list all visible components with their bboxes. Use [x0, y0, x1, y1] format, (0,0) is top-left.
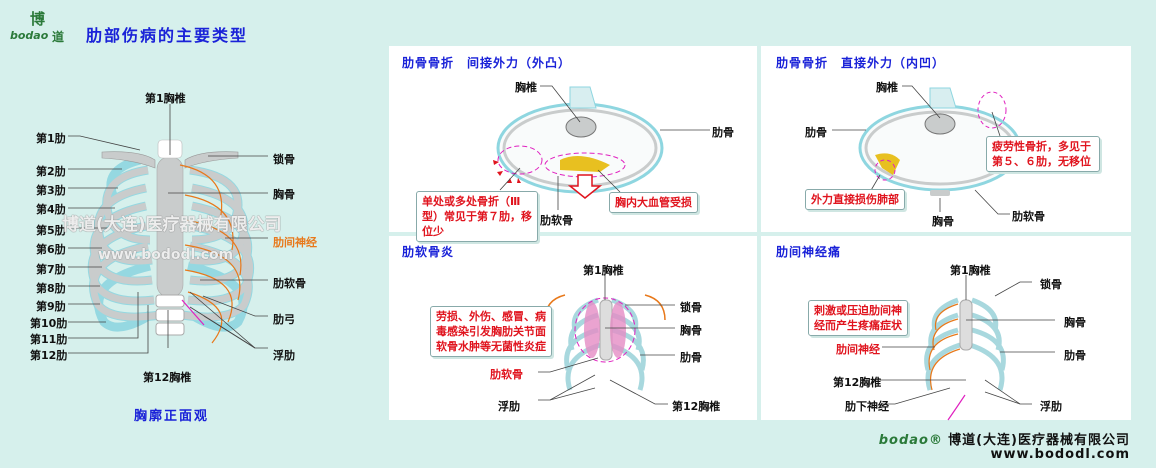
panel-3-floating-label: 浮肋: [498, 400, 520, 413]
panel-1-callout-fracture: 单处或多处骨折（Ⅲ型）常见于第７肋，移位少: [416, 191, 538, 242]
panel-3-clavicle-label: 锁骨: [680, 301, 702, 314]
label-costal-arch: 肋弓: [273, 313, 295, 326]
panel-1-rib-label: 肋骨: [712, 126, 734, 139]
panel-4-rib-label: 肋骨: [1064, 349, 1086, 362]
panel-3-rib-label: 肋骨: [680, 351, 702, 364]
label-rib-2: 第2肋: [36, 165, 66, 178]
watermark-company: 博道(大连)医疗器械有限公司: [62, 215, 282, 235]
label-rib-4: 第4肋: [36, 203, 66, 216]
panel-1-cartilage-label: 肋软骨: [540, 214, 573, 227]
watermark-url: www.bododl.com: [98, 247, 234, 263]
front-view-caption: 胸廓正面观: [134, 409, 210, 424]
panel-2-vertebra-label: 胸椎: [876, 81, 898, 94]
panel-4-callout-neuralgia: 刺激或压迫肋间神经而产生疼痛症状: [808, 300, 908, 336]
panel-2-callout-fatigue: 疲劳性骨折，多见于第５、６肋，无移位: [986, 136, 1100, 172]
panel-1-vertebra-label: 胸椎: [515, 81, 537, 94]
logo-char: 博: [30, 10, 46, 28]
footer-url: www.bododl.com: [990, 447, 1130, 462]
panel-3-sternum-label: 胸骨: [680, 324, 702, 337]
label-clavicle: 锁骨: [273, 153, 295, 166]
panel-4-clavicle-label: 锁骨: [1040, 278, 1062, 291]
panel-3-cartilage-label: 肋软骨: [490, 368, 523, 381]
label-sternum: 胸骨: [273, 188, 295, 201]
panel-2-title: 肋骨骨折 直接外力（内凹）: [776, 56, 946, 70]
label-rib-8: 第8肋: [36, 282, 66, 295]
panel-2-rib-label: 肋骨: [805, 126, 827, 139]
label-costal-cartilage: 肋软骨: [273, 277, 306, 290]
footer-company-name: 博道(大连)医疗器械有限公司: [948, 433, 1130, 448]
page-title: 肋部伤病的主要类型: [86, 26, 249, 45]
panel-4-sternum-label: 胸骨: [1064, 316, 1086, 329]
panel-3-bottom-label: 第12胸椎: [672, 400, 721, 413]
front-view-diagram: [0, 60, 385, 440]
label-rib-7: 第7肋: [36, 263, 66, 276]
panel-1-title: 肋骨骨折 间接外力（外凸）: [402, 56, 572, 70]
panel-4-nerve-label: 肋间神经: [836, 343, 880, 356]
label-first-thoracic: 第1胸椎: [145, 92, 186, 105]
footer-brand: bodao®: [878, 433, 943, 448]
label-rib-10: 第10肋: [30, 317, 68, 330]
panel-3-title: 肋软骨炎: [402, 245, 455, 259]
footer-company: bodao® 博道(大连)医疗器械有限公司: [879, 429, 1130, 448]
panel-2-callout-lung: 外力直接损伤肺部: [805, 189, 905, 210]
panel-1-callout-vessel: 胸内大血管受损: [609, 192, 698, 213]
logo-text: bodao: [10, 29, 49, 42]
label-rib-6: 第6肋: [36, 243, 66, 256]
logo-char2: 道: [52, 30, 65, 44]
brand-logo: 博 bodao 道: [10, 8, 70, 44]
panel-2-cartilage-label: 肋软骨: [1012, 210, 1045, 223]
label-floating-rib: 浮肋: [273, 349, 295, 362]
label-rib-9: 第9肋: [36, 300, 66, 313]
panel-4-floating-label: 浮肋: [1040, 400, 1062, 413]
panel-2-sternum-label: 胸骨: [932, 215, 954, 228]
panel-4-title: 肋间神经痛: [776, 245, 842, 259]
label-12th-thoracic: 第12胸椎: [143, 371, 192, 384]
label-rib-11: 第11肋: [30, 333, 68, 346]
panel-4-subcostal-label: 肋下神经: [845, 400, 889, 413]
panel-3-callout-inflammation: 劳损、外伤、感冒、病毒感染引发胸肋关节面软骨水肿等无菌性炎症: [430, 306, 552, 357]
rib-cage-illustration: [68, 104, 268, 354]
label-rib-12: 第12肋: [30, 349, 68, 362]
label-rib-3: 第3肋: [36, 184, 66, 197]
panel-4-bottom-label: 第12胸椎: [833, 376, 882, 389]
label-rib-5: 第5肋: [36, 224, 66, 237]
label-rib-1: 第1肋: [36, 132, 66, 145]
panel-4-top-label: 第1胸椎: [950, 264, 991, 277]
panel-3-top-label: 第1胸椎: [583, 264, 624, 277]
label-intercostal-nerve: 肋间神经: [273, 236, 317, 249]
